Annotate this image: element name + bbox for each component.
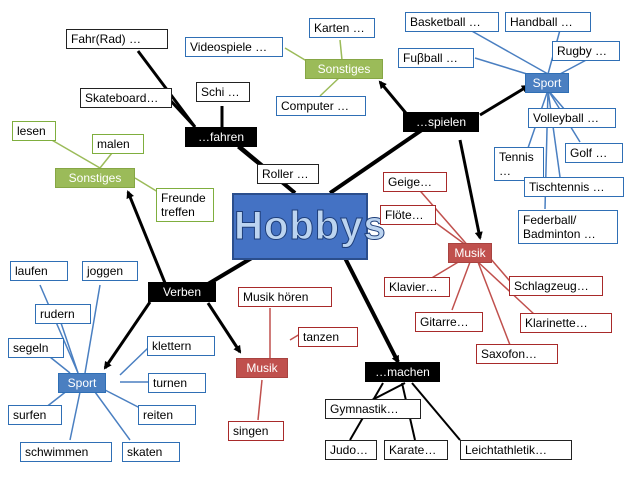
musik-item: Flöte… bbox=[380, 205, 436, 225]
sport-item: Rugby … bbox=[552, 41, 620, 61]
sport-item: Golf … bbox=[565, 143, 623, 163]
sport-item: surfen bbox=[8, 405, 62, 425]
hobbys-center-node: Hobbys bbox=[232, 193, 387, 260]
musik-item: Schlagzeug… bbox=[509, 276, 603, 296]
sport-item: turnen bbox=[148, 373, 206, 393]
line-to-verben bbox=[201, 254, 257, 289]
sport-item: Tennis … bbox=[494, 147, 544, 181]
fahren-item: Skateboard… bbox=[80, 88, 172, 108]
sonstiges-item: Computer … bbox=[276, 96, 366, 116]
fahren-item: Schi … bbox=[196, 82, 250, 102]
sport-item: klettern bbox=[147, 336, 215, 356]
hub-verben: Verben bbox=[148, 282, 216, 302]
sonstiges-item: Videospiele … bbox=[185, 37, 283, 57]
category-sonstiges-verben: Sonstiges bbox=[55, 168, 135, 188]
category-musik-verben: Musik bbox=[236, 358, 288, 378]
sport-item: Fuβball … bbox=[398, 48, 474, 68]
sonstiges-item: Karten … bbox=[309, 18, 375, 38]
sport-item: joggen bbox=[82, 261, 138, 281]
sport-item: segeln bbox=[8, 338, 64, 358]
category-musik-machen: Musik bbox=[448, 243, 492, 263]
sport-item: laufen bbox=[10, 261, 68, 281]
machen-item: Leichtathletik… bbox=[460, 440, 572, 460]
hub-fahren: …fahren bbox=[185, 127, 257, 147]
sonstiges-item: lesen bbox=[12, 121, 56, 141]
sport-item: Tischtennis … bbox=[524, 177, 624, 197]
sport-item: Basketball … bbox=[405, 12, 499, 32]
musik-item: Gitarre… bbox=[415, 312, 483, 332]
musik-item: singen bbox=[228, 421, 284, 441]
line-to-machen bbox=[343, 257, 400, 364]
category-sport-spielen: Sport bbox=[525, 73, 569, 93]
musik-item: Musik hören bbox=[238, 287, 332, 307]
sport-item: reiten bbox=[138, 405, 196, 425]
musik-item: Klavier… bbox=[384, 277, 450, 297]
line-to-spielen bbox=[328, 121, 434, 195]
musik-item: Geige… bbox=[383, 172, 447, 192]
hub-spielen: …spielen bbox=[403, 112, 479, 132]
machen-item: Judo… bbox=[325, 440, 377, 460]
sonstiges-item: Freunde treffen bbox=[156, 188, 214, 222]
machen-item: Karate… bbox=[384, 440, 448, 460]
sport-item: schwimmen bbox=[20, 442, 112, 462]
hobbys-title: Hobbys bbox=[234, 204, 387, 249]
hub-machen: …machen bbox=[365, 362, 440, 382]
sport-item: rudern bbox=[35, 304, 91, 324]
category-sonstiges-spielen: Sonstiges bbox=[305, 59, 383, 79]
sport-item: Federball/ Badminton … bbox=[518, 210, 618, 244]
musik-item: Klarinette… bbox=[520, 313, 612, 333]
sport-item: Handball … bbox=[505, 12, 591, 32]
fahren-item: Fahr(Rad) … bbox=[66, 29, 168, 49]
sport-item: skaten bbox=[122, 442, 180, 462]
category-sport-verben: Sport bbox=[58, 373, 106, 393]
sonstiges-item: malen bbox=[92, 134, 144, 154]
fahren-item: Roller … bbox=[257, 164, 319, 184]
musik-item: tanzen bbox=[298, 327, 358, 347]
machen-item: Gymnastik… bbox=[325, 399, 421, 419]
sport-item: Volleyball … bbox=[528, 108, 616, 128]
musik-item: Saxofon… bbox=[476, 344, 558, 364]
